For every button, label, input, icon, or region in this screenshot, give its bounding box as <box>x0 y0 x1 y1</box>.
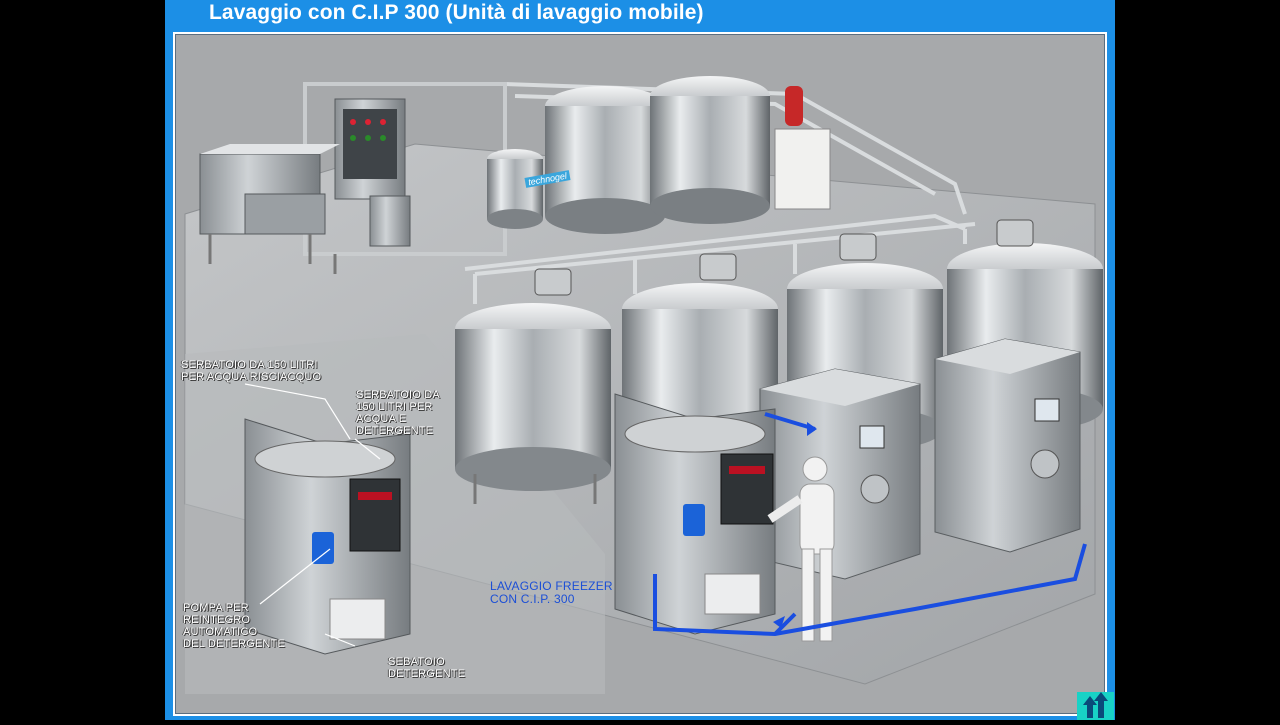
label-detergent-container: SEBATOIO DETERGENTE <box>388 656 466 680</box>
operator-figure <box>767 456 835 642</box>
label-rinse-tank: SERBATOIO DA 150 LITRI PER ACQUA RISCIAC… <box>181 359 322 383</box>
slide: Lavaggio con C.I.P 300 (Unità di lavaggi… <box>165 0 1115 720</box>
cip-unit-foreground <box>614 393 776 635</box>
slide-title: Lavaggio con C.I.P 300 (Unità di lavaggi… <box>209 1 704 24</box>
label-detergent-tank: SERBATOIO DA 150 LITRI PER ACQUA E DETER… <box>356 389 440 437</box>
processing-skid <box>199 82 543 274</box>
plant-illustration <box>184 76 1103 694</box>
arrow-up-icon <box>1083 692 1108 718</box>
label-dosing-pump: POMPA PER REINTEGRO AUTOMATICO DEL DETER… <box>183 602 286 650</box>
cip-wash-line <box>653 412 1087 637</box>
cip-unit-detail <box>244 418 411 655</box>
callout-leaders <box>244 383 381 647</box>
upper-tanks <box>545 76 831 234</box>
plant-diagram: technogel SERBATOIO DA 150 LITRI PER ACQ… <box>173 32 1107 716</box>
next-slide-button[interactable] <box>1077 692 1114 720</box>
label-freezer-wash: LAVAGGIO FREEZER CON C.I.P. 300 <box>490 579 613 606</box>
